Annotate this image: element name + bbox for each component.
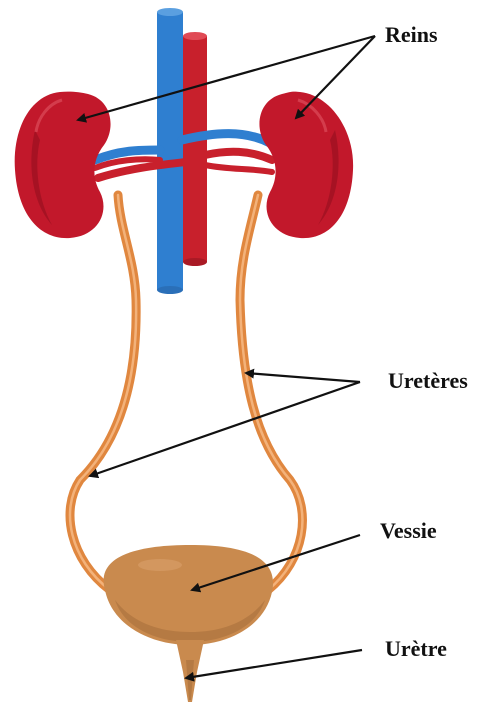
aorta (183, 36, 207, 262)
bladder (104, 545, 273, 645)
label-vessie: Vessie (380, 518, 437, 543)
label-reins: Reins (385, 22, 438, 47)
vena-cava-bottom (157, 286, 183, 294)
right-renal-artery (205, 152, 272, 160)
aorta-bottom (183, 258, 207, 266)
right-renal-artery-branch (205, 165, 272, 172)
right-ureter-highlight (240, 195, 302, 590)
pointer-reins-left (78, 36, 375, 120)
label-uretre: Urètre (385, 636, 447, 661)
aorta-top (183, 32, 207, 40)
right-renal-vein (182, 134, 270, 143)
vena-cava-top (157, 8, 183, 16)
right-kidney (259, 92, 353, 239)
pointer-uretre (186, 650, 362, 678)
label-ureteres: Uretères (388, 368, 468, 393)
pointer-ureteres-right (246, 373, 360, 382)
